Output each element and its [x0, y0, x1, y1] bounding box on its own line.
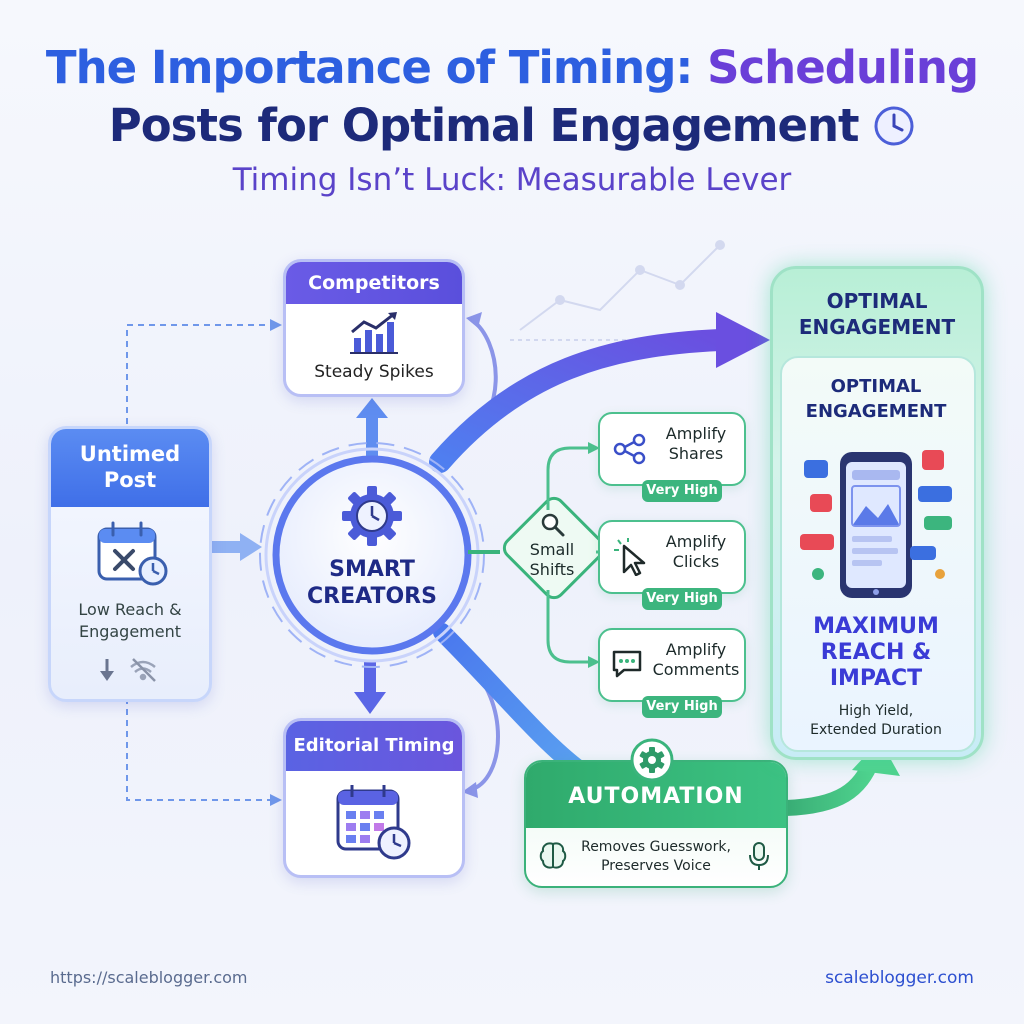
footer-url[interactable]: https://scaleblogger.com	[50, 968, 248, 987]
small-shifts-line1: Small	[529, 540, 575, 559]
competitors-card: Competitors Steady Spikes	[283, 259, 465, 397]
optimal-outer-line1: OPTIMAL	[826, 289, 928, 313]
untimed-title-line2: Post	[103, 468, 157, 492]
gear-clock-icon	[342, 486, 402, 546]
calendar-clock-icon	[336, 785, 411, 860]
comments-badge: Very High	[642, 696, 722, 718]
untimed-text-line2: Engagement	[78, 622, 182, 641]
gear-icon	[630, 738, 674, 782]
brain-icon	[539, 842, 567, 869]
title-part2: Scheduling	[707, 41, 979, 94]
optimal-outer-line2: ENGAGEMENT	[798, 315, 956, 339]
footer-brand[interactable]: scaleblogger.com	[825, 968, 974, 988]
dashed-connectors	[126, 324, 272, 801]
automation-description: Removes Guesswork, Preserves Voice	[572, 838, 740, 876]
optimal-inner-line1: OPTIMAL	[830, 376, 922, 397]
automation-title: AUTOMATION	[568, 784, 744, 809]
title-part1: The Importance of Timing:	[45, 41, 693, 94]
page-title: The Importance of Timing: Scheduling	[0, 40, 1024, 96]
amplify-clicks-line1: Amplify	[665, 532, 727, 551]
shares-badge: Very High	[642, 480, 722, 502]
max-line3: IMPACT	[829, 666, 923, 691]
hub-line2: CREATORS	[307, 584, 437, 609]
amplify-shares-line1: Amplify	[665, 424, 727, 443]
bar-chart-icon	[350, 312, 398, 354]
low-signal-icons	[100, 658, 156, 682]
amplify-shares-line2: Shares	[668, 444, 724, 463]
magnifier-icon	[541, 513, 565, 537]
small-shifts-line2: Shifts	[529, 560, 575, 579]
page-title-line2: Posts for Optimal Engagement	[0, 98, 1024, 154]
title-line2: Posts for Optimal Engagement	[108, 99, 860, 152]
amplify-clicks-label: Amplify Clicks	[650, 532, 742, 572]
competitors-title: Competitors	[286, 262, 462, 304]
hub-line1: SMART	[329, 557, 415, 582]
editorial-title: Editorial Timing	[286, 721, 462, 771]
automation-desc-line2: Preserves Voice	[601, 858, 711, 874]
max-line2: REACH &	[820, 640, 932, 665]
amplify-comments-card: Amplify Comments	[598, 628, 746, 702]
amplify-clicks-line2: Clicks	[672, 552, 720, 571]
microphone-icon	[749, 842, 769, 870]
high-yield-text: High Yield, Extended Duration	[780, 702, 972, 740]
arrow-down-icon	[100, 659, 114, 681]
optimal-outer-title: OPTIMAL ENGAGEMENT	[770, 288, 984, 340]
cursor-icon	[614, 538, 646, 576]
automation-desc-line1: Removes Guesswork,	[581, 839, 731, 855]
untimed-post-header: Untimed Post	[51, 429, 209, 507]
untimed-post-text: Low Reach & Engagement	[51, 599, 209, 643]
amplify-shares-card: Amplify Shares	[598, 412, 746, 486]
small-shifts-diamond	[502, 496, 606, 600]
yield-line2: Extended Duration	[810, 722, 942, 738]
untimed-text-line1: Low Reach &	[78, 600, 182, 619]
amplify-comments-label: Amplify Comments	[650, 640, 742, 680]
small-shifts-label: Small Shifts	[510, 540, 594, 580]
amplify-comments-line2: Comments	[652, 660, 740, 679]
editorial-timing-card: Editorial Timing	[283, 718, 465, 878]
yield-line1: High Yield,	[838, 703, 914, 719]
no-wifi-icon	[130, 658, 156, 682]
share-icon	[613, 433, 646, 465]
clicks-badge: Very High	[642, 588, 722, 610]
smart-creators-label: SMART CREATORS	[282, 556, 462, 610]
smartphone-social-icon	[800, 450, 952, 598]
calendar-x-icon	[97, 521, 168, 586]
optimal-inner-line2: ENGAGEMENT	[805, 401, 947, 422]
page-subtitle: Timing Isn’t Luck: Measurable Lever	[232, 162, 792, 198]
chat-icon	[612, 650, 642, 678]
untimed-title-line1: Untimed	[79, 442, 181, 466]
clock-icon	[874, 106, 914, 146]
competitors-text: Steady Spikes	[314, 362, 434, 382]
untimed-post-card: Untimed Post Low Reach & Engagement	[48, 426, 212, 702]
optimal-inner-title: OPTIMAL ENGAGEMENT	[780, 374, 972, 424]
amplify-clicks-card: Amplify Clicks	[598, 520, 746, 594]
max-line1: MAXIMUM	[813, 614, 939, 639]
amplify-comments-line1: Amplify	[665, 640, 727, 659]
amplify-shares-label: Amplify Shares	[650, 424, 742, 464]
background-line-chart-icon	[510, 240, 740, 341]
maximum-reach-impact: MAXIMUM REACH & IMPACT	[780, 614, 972, 692]
